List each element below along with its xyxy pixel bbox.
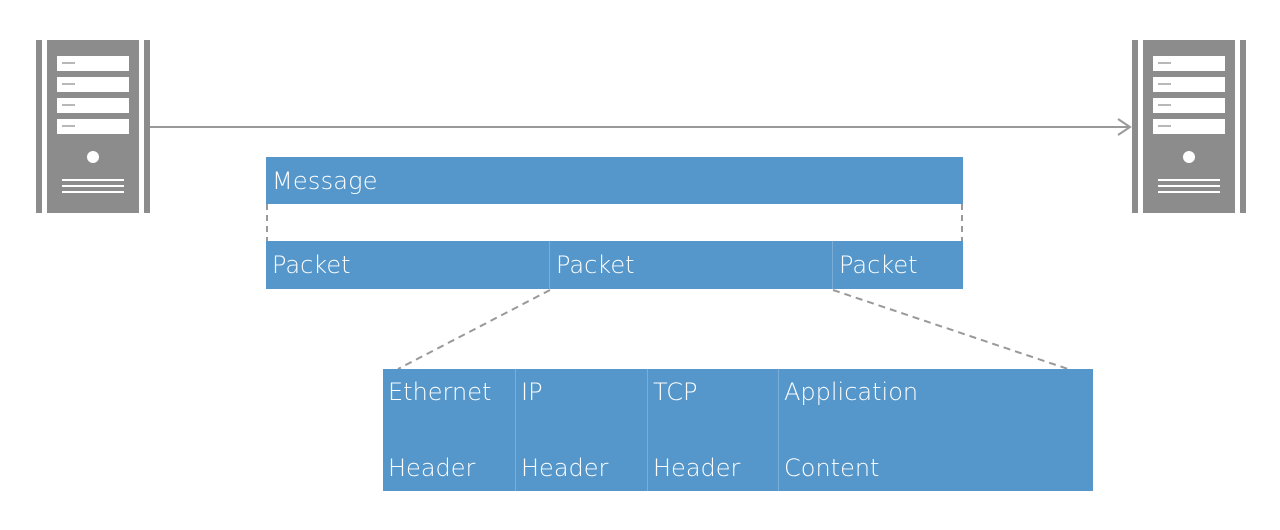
- zoom-line-right: [832, 289, 1069, 370]
- tcp-header-line1: TCP: [653, 378, 698, 406]
- packet-block: Packet: [549, 241, 832, 289]
- packet-label: Packet: [272, 251, 351, 279]
- ip-header-line1: IP: [521, 378, 543, 406]
- ethernet-header-line1: Ethernet: [388, 378, 492, 406]
- message-label: Message: [272, 167, 378, 195]
- packet-label: Packet: [556, 251, 635, 279]
- ip-header-block: IP Header: [515, 369, 647, 491]
- message-block: Message: [266, 157, 963, 204]
- zoom-line-left: [397, 289, 551, 370]
- packet-row: Packet Packet Packet: [266, 241, 963, 289]
- packet-detail: Ethernet Header IP Header TCP Header App…: [383, 369, 1093, 491]
- ethernet-header-block: Ethernet Header: [383, 369, 515, 491]
- packet-block: Packet: [832, 241, 963, 289]
- tcp-header-block: TCP Header: [647, 369, 778, 491]
- packet-block: Packet: [266, 241, 549, 289]
- application-content-block: Application Content: [778, 369, 1093, 491]
- server-icon: [36, 40, 150, 213]
- application-content-line1: Application: [784, 378, 919, 406]
- server-icon: [1132, 40, 1246, 213]
- arrow-right-icon: [150, 118, 1132, 136]
- packet-label: Packet: [839, 251, 918, 279]
- tcp-header-line2: Header: [653, 454, 741, 482]
- ethernet-header-line2: Header: [388, 454, 476, 482]
- ip-header-line2: Header: [521, 454, 609, 482]
- application-content-line2: Content: [784, 454, 880, 482]
